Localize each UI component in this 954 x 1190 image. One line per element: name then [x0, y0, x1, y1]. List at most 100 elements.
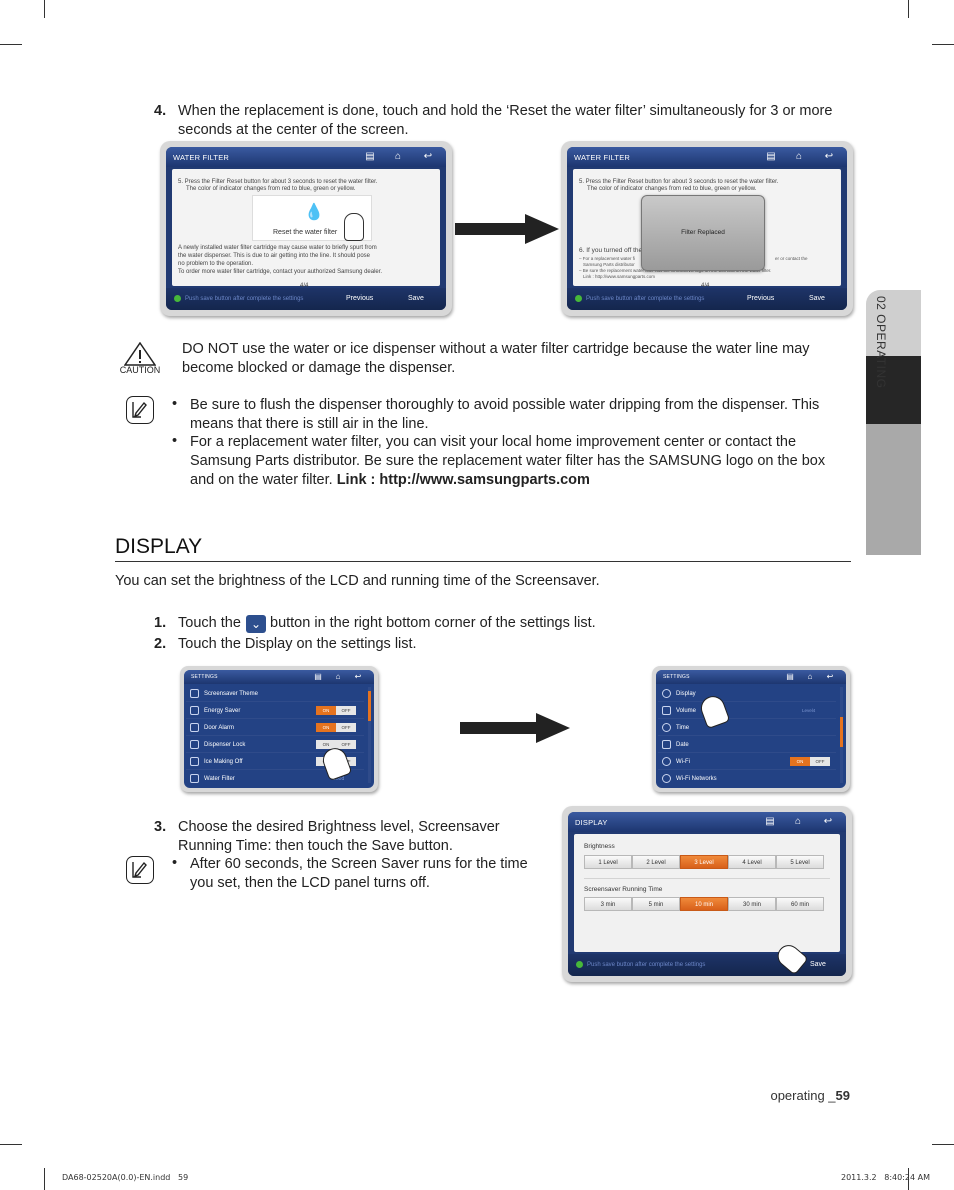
step-1-before: Touch the: [178, 615, 241, 631]
list-item[interactable]: Date: [658, 736, 836, 753]
running-time-option[interactable]: 3 min: [584, 897, 632, 911]
running-time-option[interactable]: 60 min: [776, 897, 824, 911]
running-time-option[interactable]: 10 min: [680, 897, 728, 911]
running-time-segments: 3 min 5 min 10 min 30 min 60 min: [584, 897, 824, 911]
note-item-1: Be sure to flush the dispenser thoroughl…: [190, 397, 820, 432]
previous-button[interactable]: Previous: [346, 295, 374, 302]
running-time-option[interactable]: 30 min: [728, 897, 776, 911]
brightness-option[interactable]: 1 Level: [584, 855, 632, 869]
brightness-option[interactable]: 5 Level: [776, 855, 824, 869]
body-text-4: To order more water filter cartridge, co…: [178, 269, 383, 275]
step-3: 3. Choose the desired Brightness level, …: [154, 818, 534, 858]
brightness-segments: 1 Level 2 Level 3 Level 4 Level 5 Level: [584, 855, 824, 869]
scrollbar[interactable]: [840, 687, 843, 783]
step-number: 1.: [154, 615, 167, 631]
note-bullet: •: [172, 433, 178, 449]
scrollbar[interactable]: [368, 687, 371, 783]
step-1: 1. Touch the ⌄ button in the right botto…: [154, 615, 854, 635]
ice-icon: [190, 757, 199, 766]
step-text: Choose the desired Brightness level, Scr…: [178, 819, 500, 854]
brightness-option[interactable]: 3 Level: [680, 855, 728, 869]
settings-screen-right: SETTINGS ▤ ⌂ ↩ Display Volume Level4 Time …: [652, 666, 850, 792]
back-icon[interactable]: ↩: [354, 672, 362, 681]
back-icon[interactable]: ↩: [423, 151, 433, 162]
crop-mark: [908, 0, 909, 18]
note-line-4: Link : http://www.samsungparts.com: [583, 274, 656, 279]
volume-value: Level4: [802, 708, 816, 713]
back-icon[interactable]: ↩: [826, 672, 834, 681]
leaf-icon: [190, 706, 199, 715]
body-text-1: A newly installed water filter cartridge…: [178, 245, 377, 251]
filter-icon[interactable]: ▤: [365, 151, 375, 162]
samsung-parts-link[interactable]: Link : http://www.samsungparts.com: [336, 472, 590, 488]
home-icon[interactable]: ⌂: [394, 151, 402, 162]
back-icon[interactable]: ↩: [823, 816, 833, 827]
screen-title: SETTINGS: [191, 674, 218, 680]
water-filter-screen-right: WATER FILTER ▤⌂↩ 5. Press the Filter Res…: [561, 141, 853, 316]
list-item[interactable]: Volume Level4: [658, 702, 836, 719]
note-line-2: Samsung Parts distributor: [583, 262, 635, 267]
running-time-label: Screensaver Running Time: [584, 886, 663, 893]
sun-icon: [662, 689, 671, 698]
filter-icon[interactable]: ▤: [765, 816, 775, 827]
note-item-2: For a replacement water filter, you can …: [190, 433, 850, 490]
filter-replaced-popup: Filter Replaced: [641, 195, 765, 271]
settings-list: Display Volume Level4 Time Date Wi-Fi ON…: [658, 685, 844, 786]
step-6-text: 6. If you turned off the: [579, 247, 643, 254]
note-line-1: – For a replacement water fi er or conta…: [579, 256, 835, 261]
side-tab-dark: [866, 356, 921, 424]
body-text-2: the water dispenser. This is due to air …: [178, 253, 371, 259]
list-item[interactable]: Water Filter Good: [186, 770, 364, 787]
wifi-icon: [662, 774, 671, 783]
filter-icon[interactable]: ▤: [786, 672, 794, 681]
brightness-option[interactable]: 4 Level: [728, 855, 776, 869]
previous-button[interactable]: Previous: [747, 295, 775, 302]
hand-pointer-icon: [344, 213, 364, 241]
home-icon[interactable]: ⌂: [794, 816, 802, 827]
home-icon[interactable]: ⌂: [795, 151, 803, 162]
screen-title: WATER FILTER: [574, 153, 631, 162]
calendar-icon: [662, 740, 671, 749]
display-settings-screen: DISPLAY ▤⌂↩ Brightness 1 Level 2 Level 3…: [562, 806, 852, 982]
save-button[interactable]: Save: [809, 295, 825, 302]
list-item[interactable]: Time: [658, 719, 836, 736]
save-button[interactable]: Save: [810, 961, 826, 968]
section-title: DISPLAY: [115, 535, 203, 558]
list-item[interactable]: Screensaver Theme: [186, 685, 364, 702]
screen-title: DISPLAY: [575, 818, 608, 827]
crop-mark: [44, 0, 45, 18]
instruction-2: The color of indicator changes from red …: [186, 186, 356, 192]
caution-icon: [124, 342, 156, 366]
home-icon[interactable]: ⌂: [807, 672, 813, 681]
crop-mark: [908, 1168, 909, 1190]
arrow-right-icon: [455, 214, 559, 244]
page-number: 59: [835, 1088, 850, 1103]
speaker-icon: [662, 706, 671, 715]
save-button[interactable]: Save: [408, 295, 424, 302]
brightness-option[interactable]: 2 Level: [632, 855, 680, 869]
water-drop-icon: 💧: [304, 204, 324, 221]
body-text-3: no problem to the operation.: [178, 261, 254, 267]
list-item[interactable]: Display: [658, 685, 836, 702]
home-icon[interactable]: ⌂: [335, 672, 341, 681]
screen-title: WATER FILTER: [173, 153, 230, 162]
note-bullet: •: [172, 396, 178, 412]
section-rule: [115, 561, 851, 562]
chevron-down-icon: ⌄: [246, 615, 266, 633]
step-number: 3.: [154, 819, 167, 835]
reset-label: Reset the water filter: [273, 229, 338, 236]
filter-icon[interactable]: ▤: [314, 672, 322, 681]
running-time-option[interactable]: 5 min: [632, 897, 680, 911]
list-item[interactable]: Wi-Fi Networks: [658, 770, 836, 787]
screen-title: SETTINGS: [663, 674, 690, 680]
filter-icon[interactable]: ▤: [766, 151, 776, 162]
back-icon[interactable]: ↩: [824, 151, 834, 162]
